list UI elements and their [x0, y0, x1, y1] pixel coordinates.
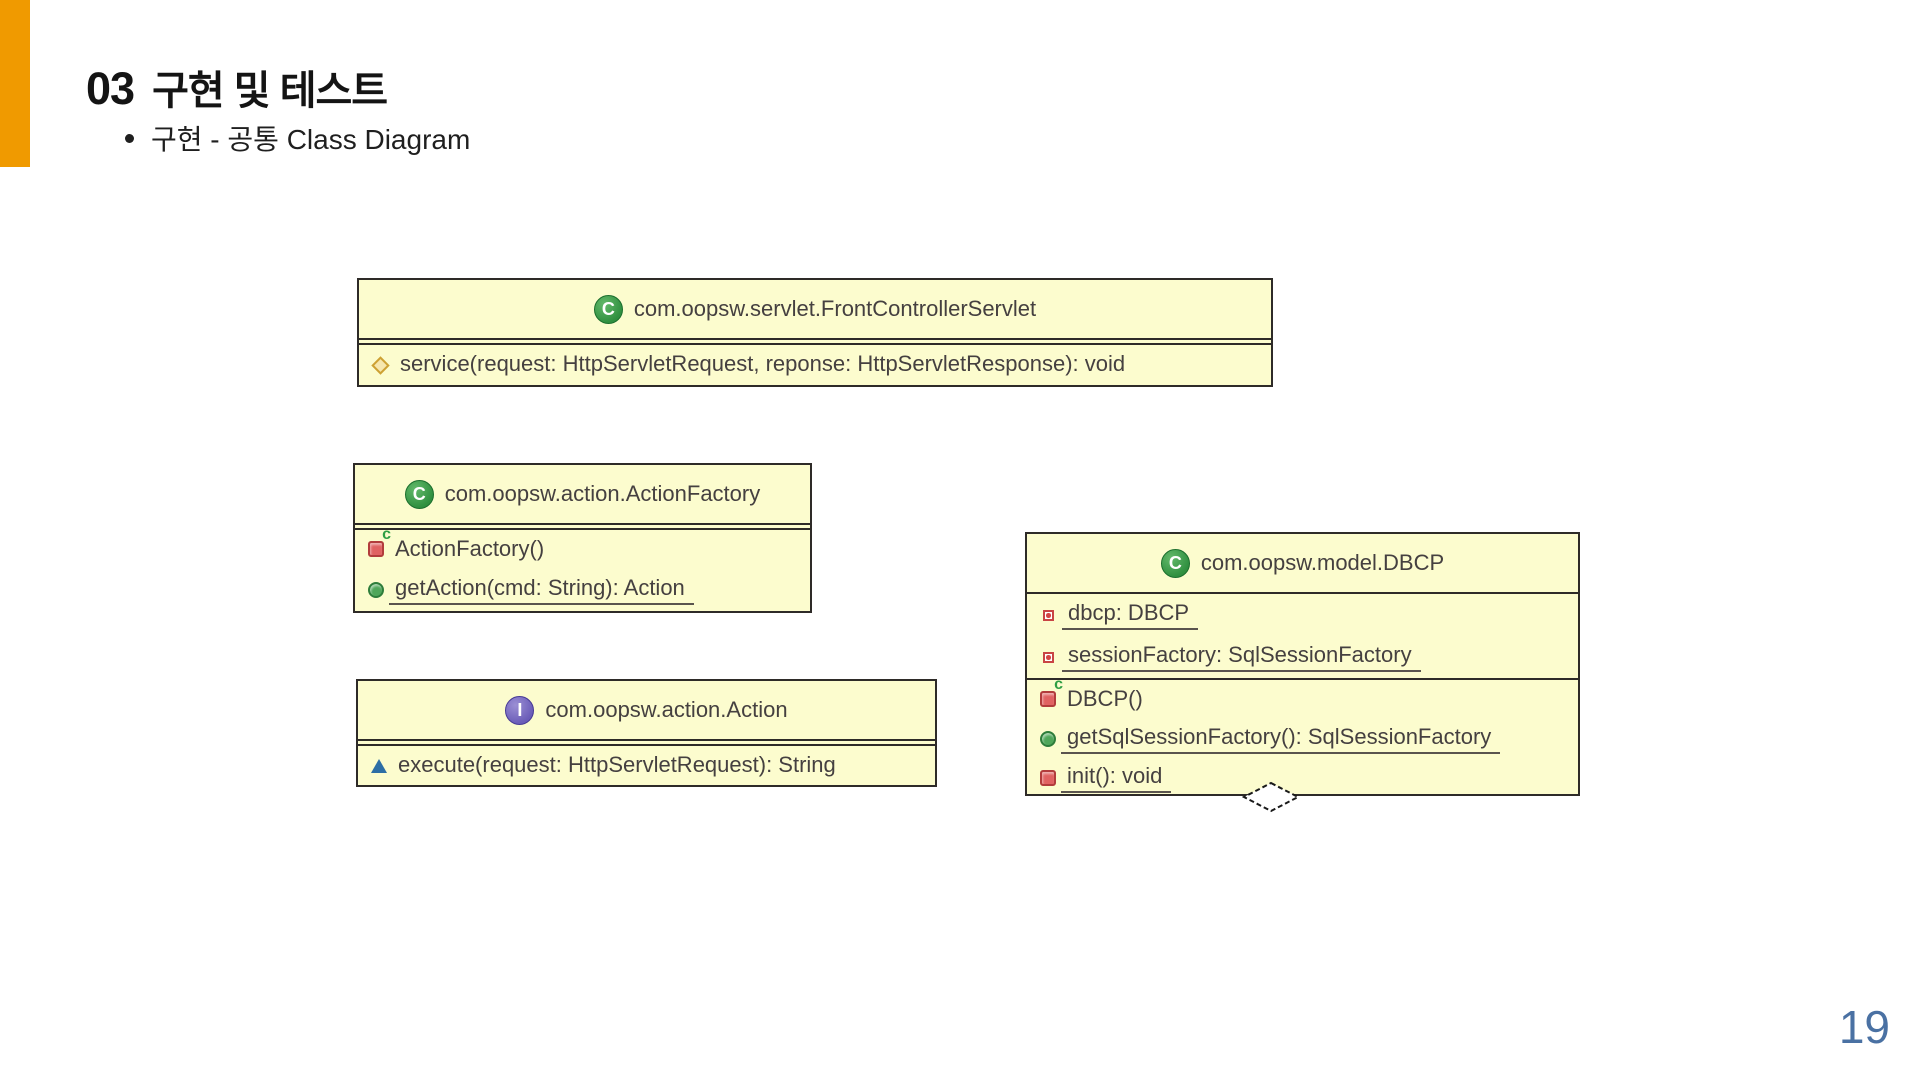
method-label: getSqlSessionFactory(): SqlSessionFactor… — [1061, 724, 1501, 754]
constructor-marker: c — [1054, 675, 1063, 693]
class-member-row: getSqlSessionFactory(): SqlSessionFactor… — [1027, 719, 1578, 758]
field-label: dbcp: DBCP — [1062, 600, 1199, 630]
class-member-row: init(): void — [1027, 758, 1578, 794]
class-name: com.oopsw.action.Action — [545, 697, 788, 722]
class-field-row: sessionFactory: SqlSessionFactory — [1027, 636, 1578, 678]
section-title: 구현 및 테스트 — [152, 69, 388, 113]
empty-fields-compartment — [355, 525, 810, 530]
section-number: 03 — [86, 63, 135, 114]
class-icon: C — [404, 479, 434, 509]
class-member-row: execute(request: HttpServletRequest): St… — [358, 746, 935, 785]
bullet-text: 구현 - 공통 Class Diagram — [151, 124, 471, 155]
class-name: com.oopsw.model.DBCP — [1200, 550, 1445, 575]
page-number: 19 — [1838, 1001, 1890, 1053]
class-field-row: dbcp: DBCP — [1027, 594, 1578, 636]
class-title-row: I com.oopsw.action.Action — [358, 681, 935, 741]
class-member-row: c ActionFactory() — [355, 527, 810, 570]
class-icon: C — [593, 294, 623, 324]
private-method-icon — [368, 541, 384, 557]
class-name: com.oopsw.action.ActionFactory — [444, 481, 761, 506]
private-field-icon — [1043, 651, 1054, 663]
private-method-icon — [1040, 690, 1056, 707]
private-field-icon — [1043, 609, 1054, 621]
private-constructor-icon: c — [368, 527, 391, 563]
class-icon: C — [1160, 548, 1190, 578]
method-label: execute(request: HttpServletRequest): St… — [398, 751, 836, 777]
uml-class-front-controller-servlet: C com.oopsw.servlet.FrontControllerServl… — [357, 278, 1273, 387]
private-method-icon — [1040, 769, 1056, 786]
class-member-row: c DBCP() — [1027, 676, 1578, 719]
methods-compartment-divider — [1027, 678, 1578, 680]
class-name: com.oopsw.servlet.FrontControllerServlet — [633, 296, 1037, 321]
method-label: DBCP() — [1067, 685, 1143, 711]
class-title-row: C com.oopsw.model.DBCP — [1027, 534, 1578, 594]
bullet-icon — [125, 133, 134, 143]
empty-fields-compartment — [359, 340, 1271, 345]
class-member-row: getAction(cmd: String): Action — [355, 570, 810, 610]
public-method-icon — [368, 582, 384, 598]
protected-method-icon — [371, 355, 390, 375]
method-label: service(request: HttpServletRequest, rep… — [400, 351, 1126, 376]
package-method-icon — [371, 758, 387, 773]
empty-fields-compartment — [358, 741, 935, 746]
class-title-row: C com.oopsw.action.ActionFactory — [355, 465, 810, 525]
class-title-row: C com.oopsw.servlet.FrontControllerServl… — [359, 280, 1271, 340]
method-label: init(): void — [1061, 763, 1172, 793]
private-constructor-icon: c — [1040, 676, 1063, 713]
method-label: getAction(cmd: String): Action — [389, 575, 694, 605]
uml-class-action-factory: C com.oopsw.action.ActionFactory c Actio… — [353, 463, 812, 613]
constructor-marker: c — [382, 526, 391, 543]
field-label: sessionFactory: SqlSessionFactory — [1062, 642, 1421, 672]
slide-title: 03 구현 및 테스트 — [86, 58, 388, 116]
uml-class-dbcp: C com.oopsw.model.DBCP dbcp: DBCP sessio… — [1025, 532, 1580, 796]
interface-icon: I — [505, 695, 535, 725]
accent-bar — [0, 0, 30, 167]
aggregation-diamond-icon — [1242, 781, 1300, 813]
bullet-item: 구현 - 공통 Class Diagram — [125, 118, 470, 158]
uml-interface-action: I com.oopsw.action.Action execute(reques… — [356, 679, 937, 787]
class-member-row: service(request: HttpServletRequest, rep… — [359, 345, 1271, 385]
public-method-icon — [1040, 730, 1056, 747]
method-label: ActionFactory() — [395, 536, 545, 561]
